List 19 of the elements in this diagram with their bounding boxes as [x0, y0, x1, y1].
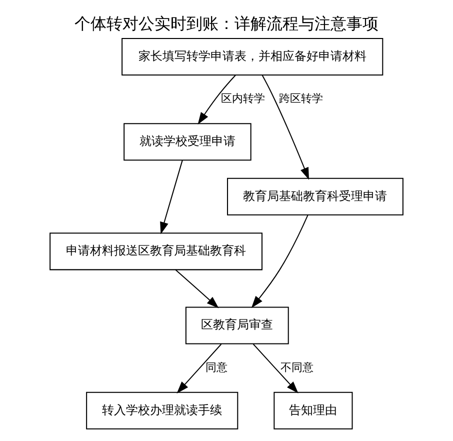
node-box: 就读学校受理申请 — [124, 123, 252, 161]
node-box: 告知理由 — [274, 392, 353, 430]
edge-label: 区内转学 — [221, 92, 266, 106]
arrow — [198, 74, 236, 125]
node-box: 家长填写转学申请表，并相应备好申请材料 — [122, 38, 384, 76]
edge-label: 不同意 — [280, 360, 314, 374]
edge-label: 跨区转学 — [279, 92, 324, 106]
edge-label: 同意 — [205, 360, 228, 374]
arrow — [160, 160, 183, 234]
arrow — [252, 344, 298, 394]
arrow — [251, 214, 308, 308]
arrow — [176, 344, 222, 394]
node-box: 申请材料报送区教育局基础教育科 — [50, 232, 262, 270]
node-box: 教育局基础教育科受理申请 — [227, 178, 404, 216]
diagram-title: 个体转对公实时到账：详解流程与注意事项 — [74, 14, 378, 34]
node-box: 区教育局审查 — [185, 306, 289, 344]
arrow — [262, 75, 310, 180]
arrow — [175, 270, 219, 308]
node-box: 转入学校办理就读手续 — [86, 392, 238, 430]
